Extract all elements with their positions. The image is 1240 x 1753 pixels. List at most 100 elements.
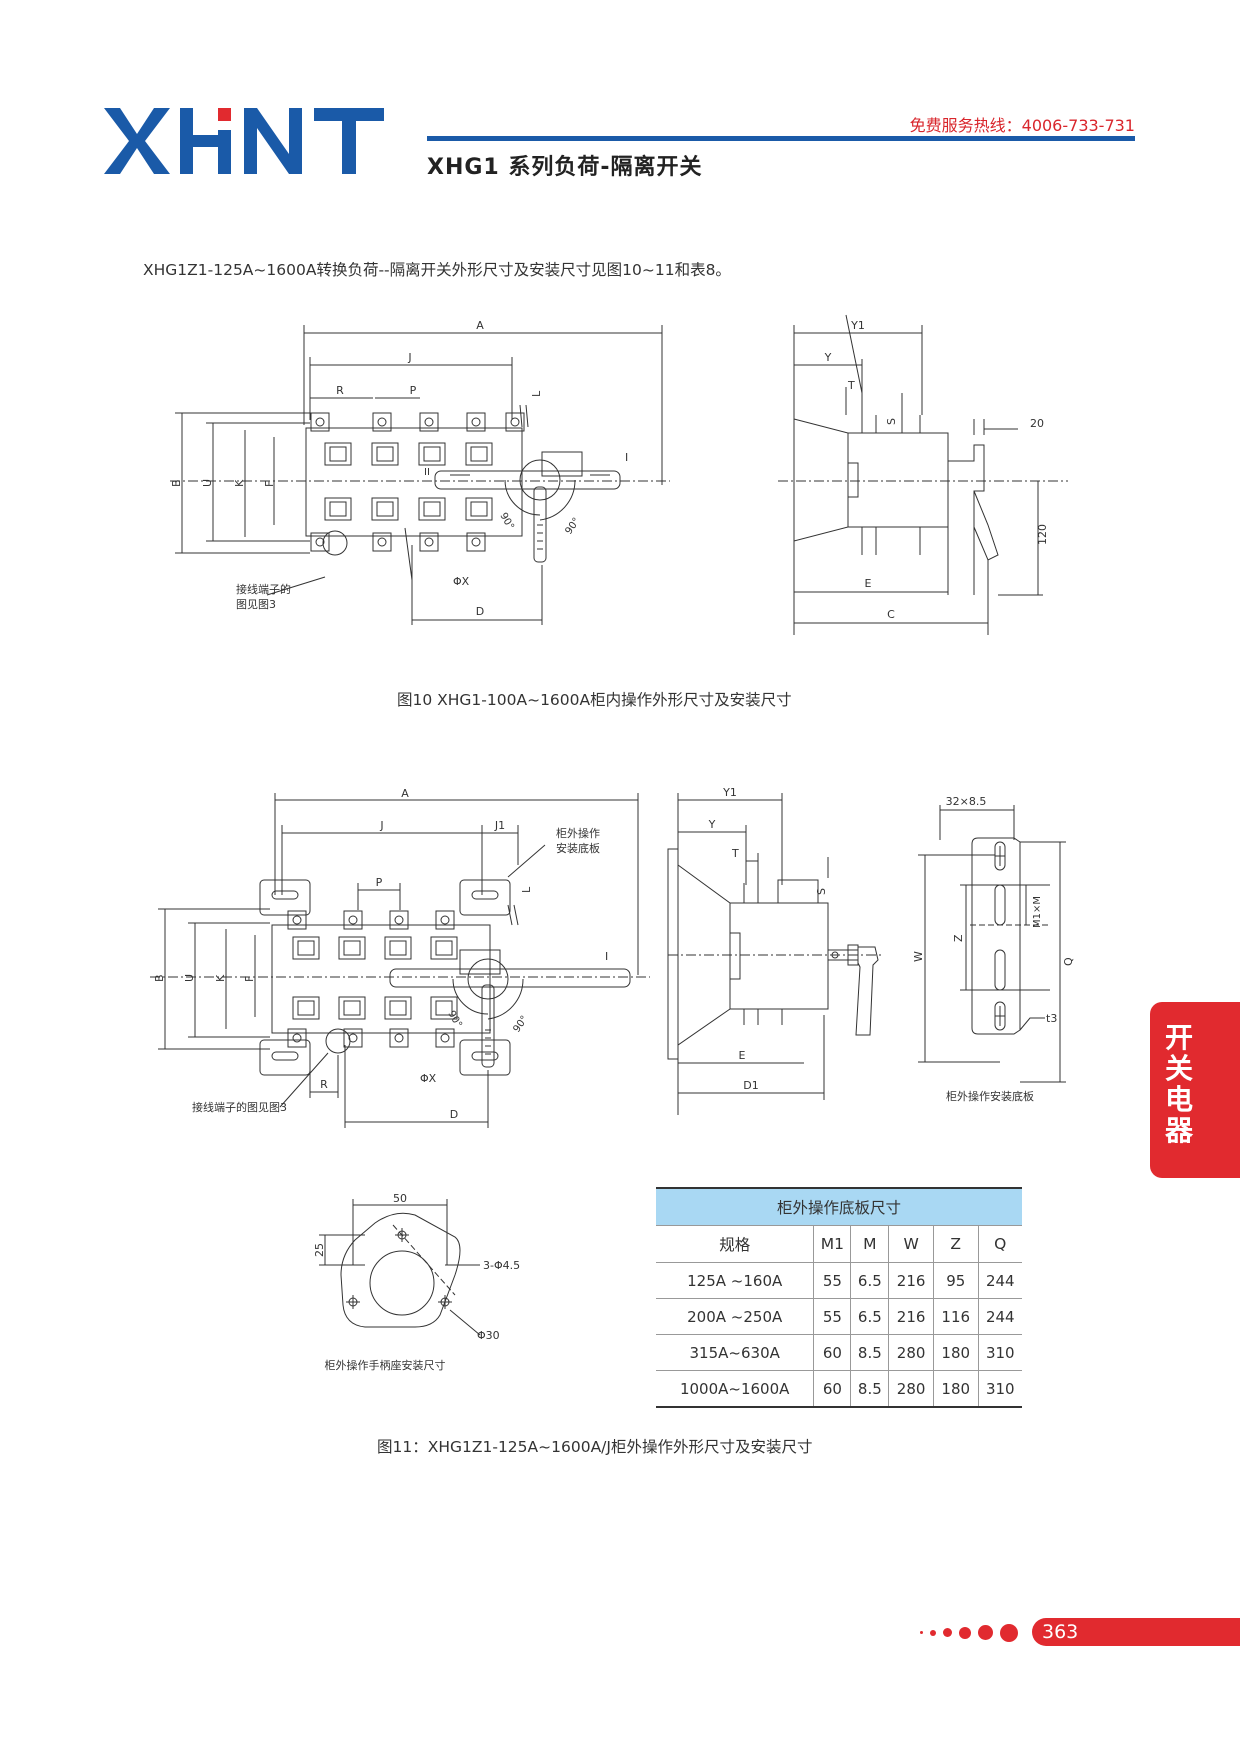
fig11-label-T: T (731, 847, 739, 860)
table-header: Q (978, 1225, 1022, 1263)
table-cell: 315A~630A (656, 1334, 815, 1371)
fig11-label-E: E (739, 1049, 746, 1062)
handle-seat-dim-25: 25 (313, 1243, 326, 1257)
baseplate-label-M1M: M1×M (1032, 896, 1043, 928)
handle-seat-dim-50: 50 (393, 1192, 407, 1205)
baseplate-label-W: W (912, 951, 925, 962)
fig10-label-A: A (476, 319, 484, 332)
side-tab-char: 电 (1164, 1083, 1193, 1116)
fig10-label-K: K (233, 479, 246, 487)
fig10-label-F: F (263, 481, 276, 487)
fig11-label-phix: ΦX (420, 1072, 437, 1085)
fig10-label-Y: Y (824, 351, 832, 364)
table-header: Z (933, 1225, 979, 1263)
table-cell: 180 (933, 1334, 979, 1371)
handle-seat-holes: 3-Φ4.5 (483, 1259, 520, 1272)
handle-seat-caption: 柜外操作手柄座安装尺寸 (325, 1358, 446, 1372)
table-cell: 125A ~160A (656, 1262, 815, 1299)
fig11-label-U: U (183, 974, 196, 982)
fig10-label-II: II (424, 467, 430, 478)
side-tab-char: 关 (1164, 1052, 1193, 1085)
fig11-label-D1: D1 (743, 1079, 758, 1092)
table-header-row: 规格 M1 M W Z Q (656, 1225, 1022, 1263)
table-cell: 280 (888, 1370, 934, 1408)
handle-seat-drawing: 50 25 3-Φ4.5 Φ30 柜外操作手柄座安装尺寸 (313, 1192, 520, 1372)
fig11-label-B: B (153, 974, 166, 982)
baseplate-label-Q: Q (1062, 957, 1075, 966)
table-header: W (888, 1225, 934, 1263)
side-tab-char: 开 (1164, 1021, 1193, 1054)
baseplate-label-Z: Z (952, 934, 965, 942)
xhnt-logo (104, 108, 384, 174)
table-header: M1 (813, 1225, 852, 1263)
table-cell: 6.5 (850, 1298, 890, 1335)
table-header: 规格 (656, 1225, 815, 1263)
fig10-label-R: R (336, 384, 344, 397)
table-header: M (850, 1225, 890, 1263)
fig11-angle-2: 90° (511, 1014, 530, 1035)
fig10-label-T: T (847, 379, 855, 392)
table-cell: 60 (813, 1334, 852, 1371)
table-cell: 280 (888, 1334, 934, 1371)
fig11-label-J1: J1 (494, 819, 505, 832)
fig11-caption: 图11：XHG1Z1-125A~1600A/J柜外操作外形尺寸及安装尺寸 (377, 1438, 813, 1456)
fig11-label-K: K (214, 974, 227, 982)
fig11-panel-note-1: 柜外操作 (556, 826, 600, 840)
fig10-angle-2: 90° (563, 516, 582, 537)
table-cell: 180 (933, 1370, 979, 1408)
table-cell: 60 (813, 1370, 852, 1408)
fig10-label-L: L (530, 390, 543, 397)
fig11-terminal-note: 接线端子的图见图3 (192, 1100, 287, 1114)
fig10-front-view: A J R P L B U K F I II ΦX D 90° 90° 接线端子… (170, 319, 670, 625)
table-cell: 55 (813, 1262, 852, 1299)
side-tab-char: 器 (1164, 1114, 1193, 1147)
category-side-tab: 开 关 电 器 (1150, 1002, 1240, 1178)
table-title: 柜外操作底板尺寸 (656, 1187, 1022, 1226)
fig10-terminal-note-2: 图见图3 (236, 598, 276, 611)
footer-dots (920, 1622, 1025, 1642)
baseplate-dim: 32×8.5 (946, 795, 987, 808)
table-cell: 116 (933, 1298, 979, 1335)
fig11-side-view: Y1 Y T S E D1 (667, 786, 883, 1115)
table-cell: 244 (978, 1262, 1022, 1299)
fig11-label-Y1: Y1 (722, 786, 737, 799)
fig10-label-S: S (885, 418, 898, 425)
table-cell: 310 (978, 1334, 1022, 1371)
table-cell: 1000A~1600A (656, 1370, 815, 1408)
table-cell: 244 (978, 1298, 1022, 1335)
table-cell: 216 (888, 1262, 934, 1299)
table-cell: 216 (888, 1298, 934, 1335)
fig10-label-U: U (201, 479, 214, 487)
page-number: 363 (1042, 1621, 1079, 1643)
table-cell: 8.5 (850, 1370, 890, 1408)
fig10-label-phix: ΦX (453, 575, 470, 588)
fig11-label-J: J (379, 819, 383, 832)
fig10-label-P: P (410, 384, 417, 397)
fig11-label-R: R (320, 1078, 328, 1091)
intro-text: XHG1Z1-125A~1600A转换负荷--隔离开关外形尺寸及安装尺寸见图10… (143, 261, 731, 279)
table-cell: 200A ~250A (656, 1298, 815, 1335)
service-hotline: 免费服务热线：4006-733-731 (909, 116, 1135, 135)
baseplate-label-t3: t3 (1046, 1012, 1057, 1025)
table-cell: 6.5 (850, 1262, 890, 1299)
fig11-label-L: L (520, 886, 533, 893)
fig10-label-I: I (625, 451, 628, 464)
fig11-panel-note-2: 安装底板 (556, 841, 600, 855)
fig10-label-C: C (887, 608, 895, 621)
fig10-label-J: J (407, 351, 411, 364)
table-cell: 95 (933, 1262, 979, 1299)
table-cell: 8.5 (850, 1334, 890, 1371)
fig11-label-I: I (605, 950, 608, 963)
fig11-label-S: S (815, 888, 828, 895)
fig10-terminal-note-1: 接线端子的 (236, 582, 291, 596)
fig10-side-view: Y1 Y T S 20 120 E C (778, 314, 1068, 635)
fig10-angle-1: 90° (497, 511, 515, 532)
fig11-label-P: P (376, 876, 383, 889)
header-rule (427, 136, 1135, 141)
page-number-badge: 363 (1032, 1618, 1240, 1646)
